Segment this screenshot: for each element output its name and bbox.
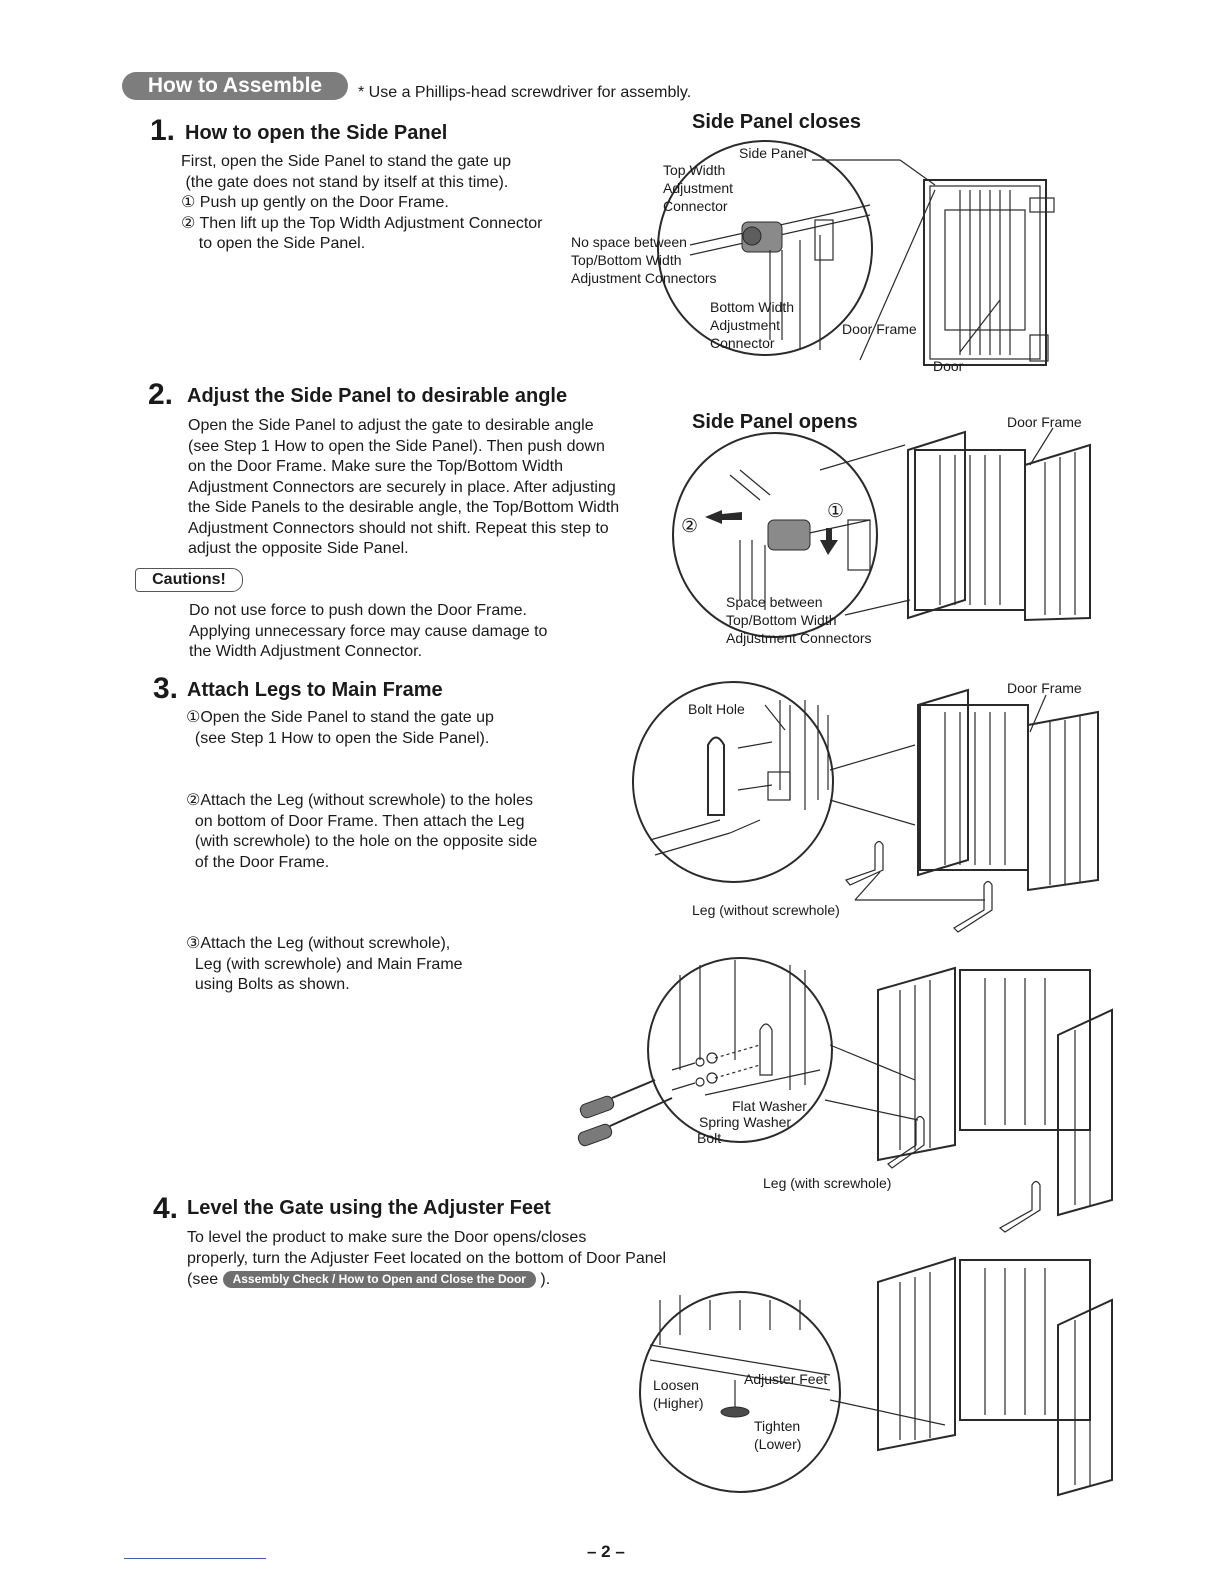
diagram2-title: Side Panel opens xyxy=(692,411,858,433)
diagram1-art xyxy=(657,140,1055,366)
step2-title: Adjust the Side Panel to desirable angle xyxy=(187,385,568,407)
diagram3-art xyxy=(632,681,1099,933)
step1-number: 1. xyxy=(150,114,176,147)
label-door-frame-1: Door Frame xyxy=(842,321,917,337)
step3-body-a: ①Open the Side Panel to stand the gate u… xyxy=(186,709,494,747)
step4-number: 4. xyxy=(153,1192,179,1225)
step3-title: Attach Legs to Main Frame xyxy=(187,679,443,701)
step4-see-reference: (see Assembly Check / How to Open and Cl… xyxy=(187,1270,550,1291)
assembly-check-reference: Assembly Check / How to Open and Close t… xyxy=(222,1271,536,1288)
label-leg-without-screwhole: Leg (without screwhole) xyxy=(692,902,840,918)
step3-body-c: ③Attach the Leg (without screwhole), Leg… xyxy=(186,935,463,993)
step4-body-line2: properly, turn the Adjuster Feet located… xyxy=(187,1250,667,1267)
label-flat-washer: Flat Washer xyxy=(732,1098,807,1114)
label-space-between: Space between Top/Bottom Width Adjustmen… xyxy=(726,594,872,646)
step2-number: 2. xyxy=(148,378,174,411)
label-bolt: Bolt xyxy=(697,1130,722,1146)
label-bottom-width-connector: Bottom Width Adjustment Connector xyxy=(710,299,795,351)
step3-number: 3. xyxy=(153,672,179,705)
label-adjuster-feet: Adjuster Feet xyxy=(744,1371,828,1387)
label-door: Door xyxy=(933,358,964,374)
label-spring-washer: Spring Washer xyxy=(699,1114,792,1130)
label-loosen: Loosen (Higher) xyxy=(653,1377,704,1411)
diagram5-art xyxy=(639,1256,1113,1497)
see-open: (see xyxy=(187,1271,219,1288)
see-close: ). xyxy=(540,1271,551,1288)
marker-1: ① xyxy=(827,501,845,522)
label-top-width-connector: Top Width Adjustment Connector xyxy=(663,162,734,214)
label-leg-with-screwhole: Leg (with screwhole) xyxy=(763,1175,892,1191)
diagram1-title: Side Panel closes xyxy=(692,111,861,133)
label-side-panel: Side Panel xyxy=(739,145,807,161)
step2-body: Open the Side Panel to adjust the gate t… xyxy=(188,417,620,557)
section-badge-how-to-assemble: How to Assemble xyxy=(122,72,348,100)
label-door-frame-2: Door Frame xyxy=(1007,414,1082,430)
cautions-body: Do not use force to push down the Door F… xyxy=(189,602,548,660)
step4-body-line1: To level the product to make sure the Do… xyxy=(187,1229,587,1246)
label-no-space: No space between Top/Bottom Width Adjust… xyxy=(571,234,717,286)
step4-title: Level the Gate using the Adjuster Feet xyxy=(187,1197,551,1219)
step1-body: First, open the Side Panel to stand the … xyxy=(181,153,543,252)
screwdriver-note: * Use a Phillips-head screwdriver for as… xyxy=(358,84,692,101)
label-tighten: Tighten (Lower) xyxy=(754,1418,802,1452)
step3-body-b: ②Attach the Leg (without screwhole) to t… xyxy=(186,792,538,871)
cautions-badge: Cautions! xyxy=(135,568,243,592)
diagram2-art xyxy=(672,427,1091,638)
label-door-frame-3: Door Frame xyxy=(1007,680,1082,696)
diagram4-art xyxy=(577,957,1113,1233)
marker-2: ② xyxy=(681,516,699,537)
label-bolt-hole: Bolt Hole xyxy=(688,701,745,717)
page-number: – 2 – xyxy=(587,1542,625,1561)
footer-rule xyxy=(124,1558,266,1559)
step1-title: How to open the Side Panel xyxy=(185,122,448,144)
